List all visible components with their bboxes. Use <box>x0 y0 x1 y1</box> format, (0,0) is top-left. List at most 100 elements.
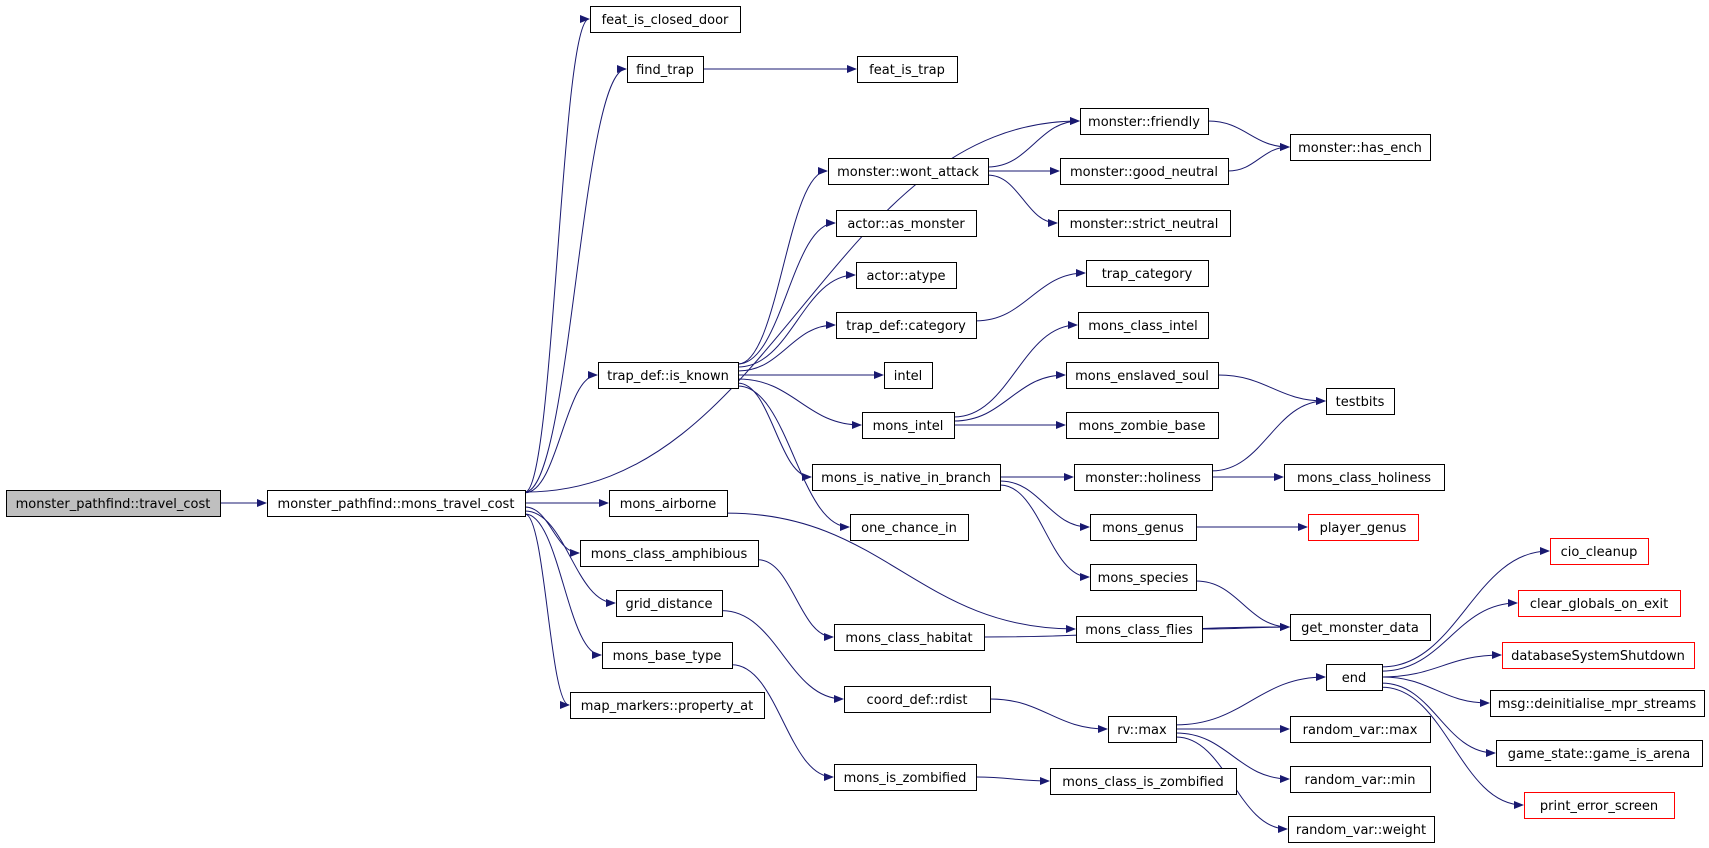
edge-n15-n11 <box>737 271 856 368</box>
node-label: monster::has_ench <box>1298 141 1422 156</box>
node-mons-class-is-zombified[interactable]: mons_class_is_zombified <box>1050 768 1237 795</box>
node-box <box>1090 564 1197 591</box>
node-mons-genus[interactable]: mons_genus <box>1090 514 1197 541</box>
node-label: monster::strict_neutral <box>1070 217 1219 232</box>
node-monster-wont-attack[interactable]: monster::wont_attack <box>828 158 989 185</box>
edge-arrow <box>524 506 580 557</box>
node-label: grid_distance <box>625 597 712 612</box>
node-box <box>6 490 221 517</box>
node-trap-category[interactable]: trap_category <box>1086 260 1209 287</box>
node-end[interactable]: end <box>1326 664 1383 691</box>
edge-arrow <box>1175 673 1326 726</box>
node-msg-deinitialise-mpr-streams[interactable]: msg::deinitialise_mpr_streams <box>1490 690 1705 717</box>
node-mons-enslaved-soul[interactable]: mons_enslaved_soul <box>1066 362 1219 389</box>
edge-n21-n26 <box>999 480 1090 531</box>
edge-arrow <box>737 167 828 365</box>
node-box <box>836 312 977 339</box>
node-label: actor::as_monster <box>847 217 965 232</box>
node-print-error-screen[interactable]: print_error_screen <box>1524 792 1675 819</box>
node-mons-base-type[interactable]: mons_base_type <box>602 642 733 669</box>
node-game-state-game-is-arena[interactable]: game_state::game_is_arena <box>1496 740 1703 767</box>
node-mons-class-holiness[interactable]: mons_class_holiness <box>1284 464 1445 491</box>
edge-n1-n28 <box>524 506 580 557</box>
node-label: mons_enslaved_soul <box>1075 369 1209 384</box>
edge-n37-n45 <box>731 664 834 781</box>
node-monster-pathfind-travel-cost[interactable]: monster_pathfind::travel_cost <box>6 490 221 517</box>
node-label: print_error_screen <box>1540 799 1658 814</box>
node-mons-class-intel[interactable]: mons_class_intel <box>1078 312 1209 339</box>
node-feat-is-closed-door[interactable]: feat_is_closed_door <box>590 6 741 33</box>
node-box <box>1074 464 1213 491</box>
edge-arrow <box>524 65 627 493</box>
node-label: random_var::max <box>1303 723 1418 738</box>
edge-arrow <box>953 321 1078 418</box>
node-mons-class-amphibious[interactable]: mons_class_amphibious <box>580 540 759 567</box>
node-trap-def-is-known[interactable]: trap_def::is_known <box>598 362 739 389</box>
node-mons-is-zombified[interactable]: mons_is_zombified <box>834 764 977 791</box>
node-random-var-min[interactable]: random_var::min <box>1290 766 1431 793</box>
node-mons-intel[interactable]: mons_intel <box>862 412 955 439</box>
edge-n7-n9 <box>987 174 1058 227</box>
node-mons-species[interactable]: mons_species <box>1090 564 1197 591</box>
node-get-monster-data[interactable]: get_monster_data <box>1290 614 1431 641</box>
edges-layer <box>220 15 1550 833</box>
edge-n45-n46 <box>975 776 1050 785</box>
node-box <box>850 514 969 541</box>
edge-arrow <box>1381 651 1502 678</box>
node-grid-distance[interactable]: grid_distance <box>616 590 723 617</box>
node-label: one_chance_in <box>861 521 957 536</box>
node-box <box>812 464 1001 491</box>
node-random-var-max[interactable]: random_var::max <box>1290 716 1431 743</box>
edge-n17-n18 <box>1217 374 1326 405</box>
node-monster-holiness[interactable]: monster::holiness <box>1074 464 1213 491</box>
node-monster-has-ench[interactable]: monster::has_ench <box>1290 134 1431 161</box>
node-mons-class-flies[interactable]: mons_class_flies <box>1076 616 1203 643</box>
node-mons-airborne[interactable]: mons_airborne <box>609 490 728 517</box>
node-box <box>1086 260 1209 287</box>
edge-arrow <box>757 559 834 641</box>
node-label: testbits <box>1336 395 1385 410</box>
node-random-var-weight[interactable]: random_var::weight <box>1288 816 1435 843</box>
node-label: cio_cleanup <box>1561 545 1638 560</box>
node-label: find_trap <box>636 63 694 78</box>
edge-n15-n10 <box>737 219 836 365</box>
node-rv-max[interactable]: rv::max <box>1108 716 1177 743</box>
node-label: mons_class_holiness <box>1297 471 1431 486</box>
node-databasesystemshutdown[interactable]: databaseSystemShutdown <box>1502 642 1695 669</box>
edge-n41-n42 <box>989 698 1108 733</box>
node-label: random_var::min <box>1305 773 1416 788</box>
node-label: trap_def::is_known <box>607 369 729 384</box>
node-clear-globals-on-exit[interactable]: clear_globals_on_exit <box>1518 590 1681 617</box>
node-label: actor::atype <box>866 269 945 284</box>
node-feat-is-trap[interactable]: feat_is_trap <box>857 56 958 83</box>
node-monster-strict-neutral[interactable]: monster::strict_neutral <box>1058 210 1231 237</box>
node-one-chance-in[interactable]: one_chance_in <box>850 514 969 541</box>
node-monster-good-neutral[interactable]: monster::good_neutral <box>1060 158 1229 185</box>
node-actor-atype[interactable]: actor::atype <box>856 262 957 289</box>
node-map-markers-property-at[interactable]: map_markers::property_at <box>570 692 765 719</box>
node-label: trap_def::category <box>846 319 966 334</box>
node-box <box>1080 108 1209 135</box>
node-box <box>1518 590 1681 617</box>
node-label: monster_pathfind::travel_cost <box>16 497 211 512</box>
node-trap-def-category[interactable]: trap_def::category <box>836 312 977 339</box>
node-coord-def-rdist[interactable]: coord_def::rdist <box>844 686 991 713</box>
edge-n1-n31 <box>524 510 616 607</box>
node-label: monster::holiness <box>1085 471 1201 486</box>
node-mons-zombie-base[interactable]: mons_zombie_base <box>1066 412 1219 439</box>
node-monster-friendly[interactable]: monster::friendly <box>1080 108 1209 135</box>
node-mons-class-habitat[interactable]: mons_class_habitat <box>834 624 985 651</box>
node-actor-as-monster[interactable]: actor::as_monster <box>836 210 977 237</box>
node-cio-cleanup[interactable]: cio_cleanup <box>1550 538 1649 565</box>
node-mons-is-native-in-branch[interactable]: mons_is_native_in_branch <box>812 464 1001 491</box>
edge-n28-n33 <box>757 559 834 641</box>
edge-n1-n5 <box>524 117 1080 493</box>
node-box <box>1060 158 1229 185</box>
node-player-genus[interactable]: player_genus <box>1308 514 1419 541</box>
edge-arrow <box>987 174 1058 227</box>
node-find-trap[interactable]: find_trap <box>627 56 704 83</box>
node-testbits[interactable]: testbits <box>1326 388 1395 415</box>
node-intel[interactable]: intel <box>884 362 933 389</box>
node-monster-pathfind-mons-travel-cost[interactable]: monster_pathfind::mons_travel_cost <box>267 490 526 517</box>
edge-n38-n48 <box>1381 686 1524 809</box>
